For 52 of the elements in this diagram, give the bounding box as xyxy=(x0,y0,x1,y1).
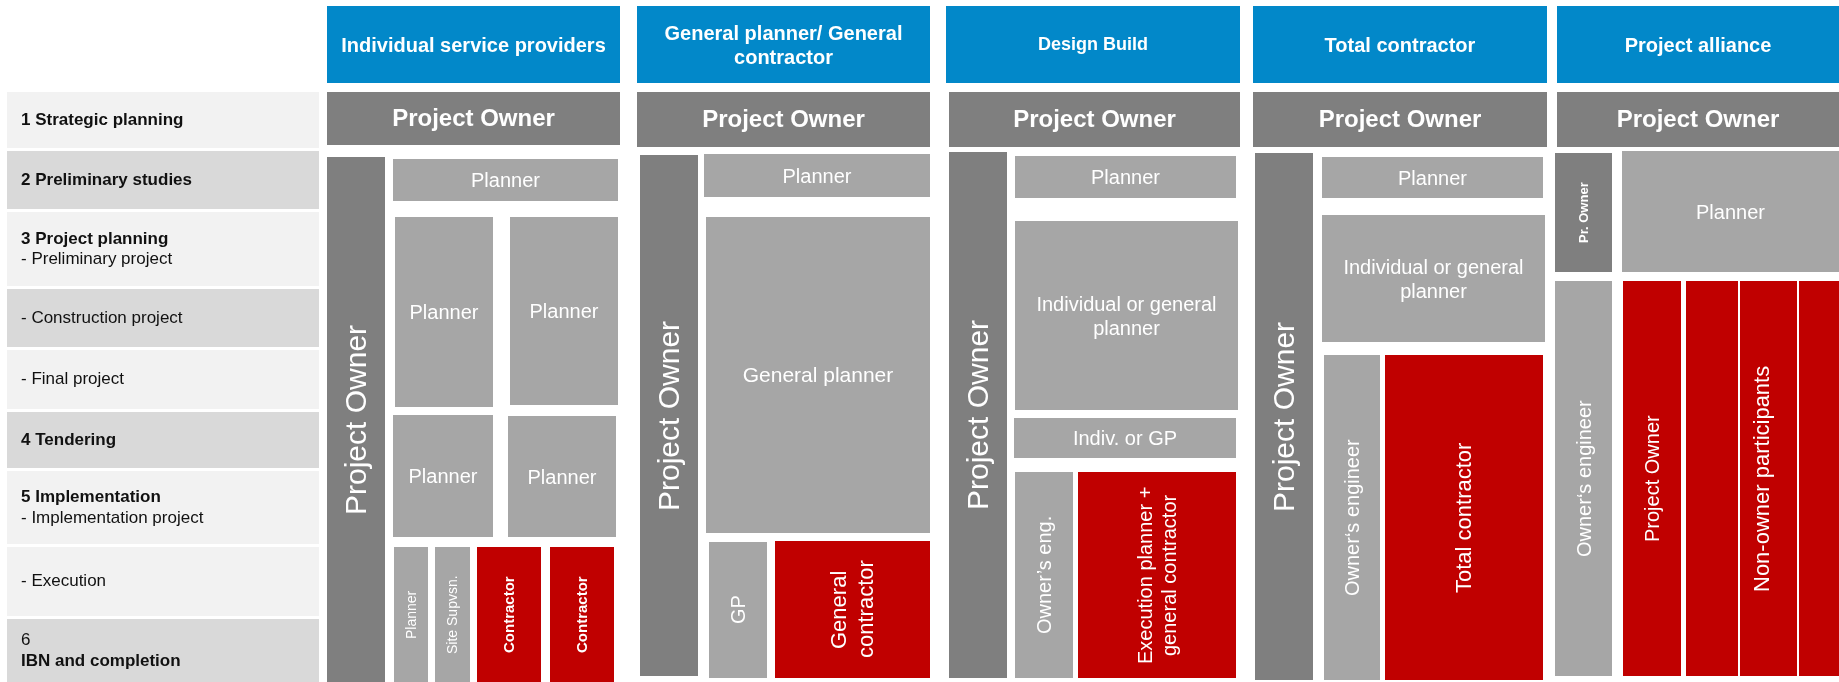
phase-title: 5 Implementation xyxy=(21,487,161,508)
role-box: Planner xyxy=(393,159,618,201)
model-header: Design Build xyxy=(946,6,1240,83)
phase-label: 4 Tendering xyxy=(7,412,319,468)
role-box: Planner xyxy=(1622,151,1839,272)
role-box: Planner xyxy=(394,547,428,682)
model-header: Project alliance xyxy=(1557,6,1839,83)
role-box: Owner‘s engineer xyxy=(1324,355,1380,680)
phase-label: - Execution xyxy=(7,547,319,616)
role-box: Owner‘s engineer xyxy=(1555,281,1612,676)
role-box: Planner xyxy=(508,416,616,537)
role-bar: Project Owner xyxy=(1253,92,1547,147)
role-box: Individual or general planner xyxy=(1015,221,1238,410)
role-bar: Project Owner xyxy=(640,155,698,676)
role-bar: Project Owner xyxy=(1557,92,1839,147)
contractor-box: Project Owner xyxy=(1623,281,1681,676)
role-bar: Project Owner xyxy=(637,92,930,147)
phase-label: 2 Preliminary studies xyxy=(7,151,319,209)
role-bar: Project Owner xyxy=(1255,153,1313,680)
model-header: Individual service providers xyxy=(327,6,620,83)
role-box: Planner xyxy=(393,415,493,537)
role-box: Planner xyxy=(704,154,930,197)
role-box: Site Supvsn. xyxy=(435,547,470,682)
role-box: General planner xyxy=(706,217,930,533)
role-bar: Pr. Owner xyxy=(1555,153,1612,272)
role-bar: Project Owner xyxy=(949,92,1240,147)
contractor-box: Execution planner + general contractor xyxy=(1078,472,1236,678)
model-header: General planner/ General contractor xyxy=(637,6,930,83)
model-header: Total contractor xyxy=(1253,6,1547,83)
role-box: Individual or general planner xyxy=(1322,215,1545,342)
subphase-text: - Preliminary project xyxy=(21,249,173,270)
role-bar: Project Owner xyxy=(327,157,385,682)
phase-label: - Final project xyxy=(7,350,319,409)
role-bar: Project Owner xyxy=(949,152,1007,678)
contractor-box: Contractor xyxy=(477,547,541,682)
role-box: GP xyxy=(709,542,767,678)
role-box: Planner xyxy=(510,217,618,405)
contractor-box: General contractor xyxy=(775,541,930,678)
contractor-box: Contractor xyxy=(550,547,614,682)
role-box: Indiv. or GP xyxy=(1014,418,1236,458)
phase-title: 3 Project planning xyxy=(21,228,169,249)
subphase-text: - Implementation project xyxy=(21,507,204,528)
role-box: Planner xyxy=(395,217,493,407)
role-box: Owner’s eng. xyxy=(1015,472,1073,678)
role-box: Planner xyxy=(1015,156,1236,198)
contractor-box: Non-owner participants xyxy=(1686,281,1839,676)
contractor-box: Total contractor xyxy=(1385,355,1543,680)
phase-label: - Construction project xyxy=(7,289,319,347)
role-box: Planner xyxy=(1322,157,1543,198)
phase-label: 1 Strategic planning xyxy=(7,92,319,148)
phase-label: 6 IBN and completion xyxy=(7,619,319,682)
role-bar: Project Owner xyxy=(327,92,620,145)
